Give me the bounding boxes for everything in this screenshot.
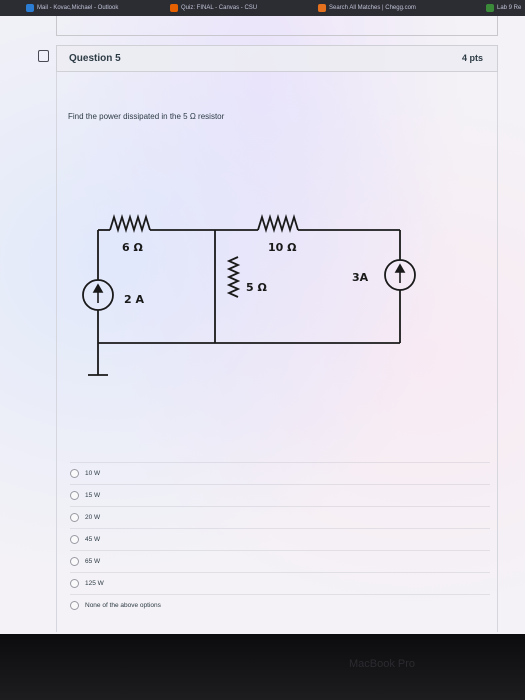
tab-label: Lab 9 Re (497, 5, 522, 11)
outlook-icon (26, 4, 34, 12)
label-5-ohm: 5 Ω (246, 281, 267, 294)
device-label: MacBook Pro (348, 658, 415, 670)
page-content (0, 16, 525, 634)
resistor-6-ohm (109, 213, 151, 234)
answer-option[interactable]: None of the above options (70, 594, 490, 616)
answer-label: 20 W (85, 514, 101, 521)
tab-label: Search All Matches | Chegg.com (329, 5, 416, 11)
answer-label: 10 W (85, 470, 101, 477)
resistor-5-ohm (226, 256, 241, 298)
radio-button[interactable] (70, 513, 79, 522)
answer-option[interactable]: 65 W (70, 550, 490, 572)
current-source-3a (384, 259, 416, 291)
answer-label: None of the above options (85, 602, 161, 609)
browser-tab-bar: Mail - Kovac,Michael - Outlook Quiz: FIN… (0, 0, 525, 16)
tab-label: Mail - Kovac,Michael - Outlook (37, 5, 119, 11)
tab-lab[interactable]: Lab 9 Re (486, 2, 521, 14)
answer-option[interactable]: 45 W (70, 528, 490, 550)
answer-option[interactable]: 10 W (70, 462, 490, 484)
radio-button[interactable] (70, 579, 79, 588)
question-body (56, 72, 498, 632)
radio-button[interactable] (70, 491, 79, 500)
lab-icon (486, 4, 494, 12)
tab-outlook[interactable]: Mail - Kovac,Michael - Outlook (26, 2, 118, 14)
laptop-bezel: MacBook Pro (0, 634, 525, 700)
flag-question-icon[interactable] (38, 50, 49, 62)
answer-label: 45 W (85, 536, 101, 543)
answer-option[interactable]: 20 W (70, 506, 490, 528)
previous-question-box (56, 16, 498, 36)
current-source-2a (82, 279, 114, 311)
answer-option[interactable]: 15 W (70, 484, 490, 506)
answer-list: 10 W 15 W 20 W 45 W 65 W 125 W None of t… (70, 462, 490, 616)
answer-option[interactable]: 125 W (70, 572, 490, 594)
radio-button[interactable] (70, 469, 79, 478)
label-10-ohm: 10 Ω (268, 241, 297, 254)
radio-button[interactable] (70, 535, 79, 544)
answer-label: 15 W (85, 492, 101, 499)
label-3a: 3A (352, 271, 369, 284)
tab-canvas-quiz[interactable]: Quiz: FINAL - Canvas - CSU (170, 2, 257, 14)
question-points: 4 pts (461, 53, 483, 63)
question-title: Question 5 (69, 53, 121, 64)
circuit-diagram: 6 Ω 10 Ω 5 Ω 2 A 3A (82, 213, 416, 376)
answer-label: 65 W (85, 558, 101, 565)
resistor-10-ohm (257, 213, 299, 234)
answer-label: 125 W (85, 580, 104, 587)
label-2a: 2 A (124, 293, 144, 306)
radio-button[interactable] (70, 601, 79, 610)
label-6-ohm: 6 Ω (122, 241, 143, 254)
chegg-icon (318, 4, 326, 12)
tab-label: Quiz: FINAL - Canvas - CSU (181, 5, 258, 11)
question-header: Question 5 4 pts (56, 45, 498, 72)
tab-chegg[interactable]: Search All Matches | Chegg.com (318, 2, 416, 14)
question-prompt: Find the power dissipated in the 5 Ω res… (68, 112, 225, 121)
radio-button[interactable] (70, 557, 79, 566)
canvas-icon (170, 4, 178, 12)
